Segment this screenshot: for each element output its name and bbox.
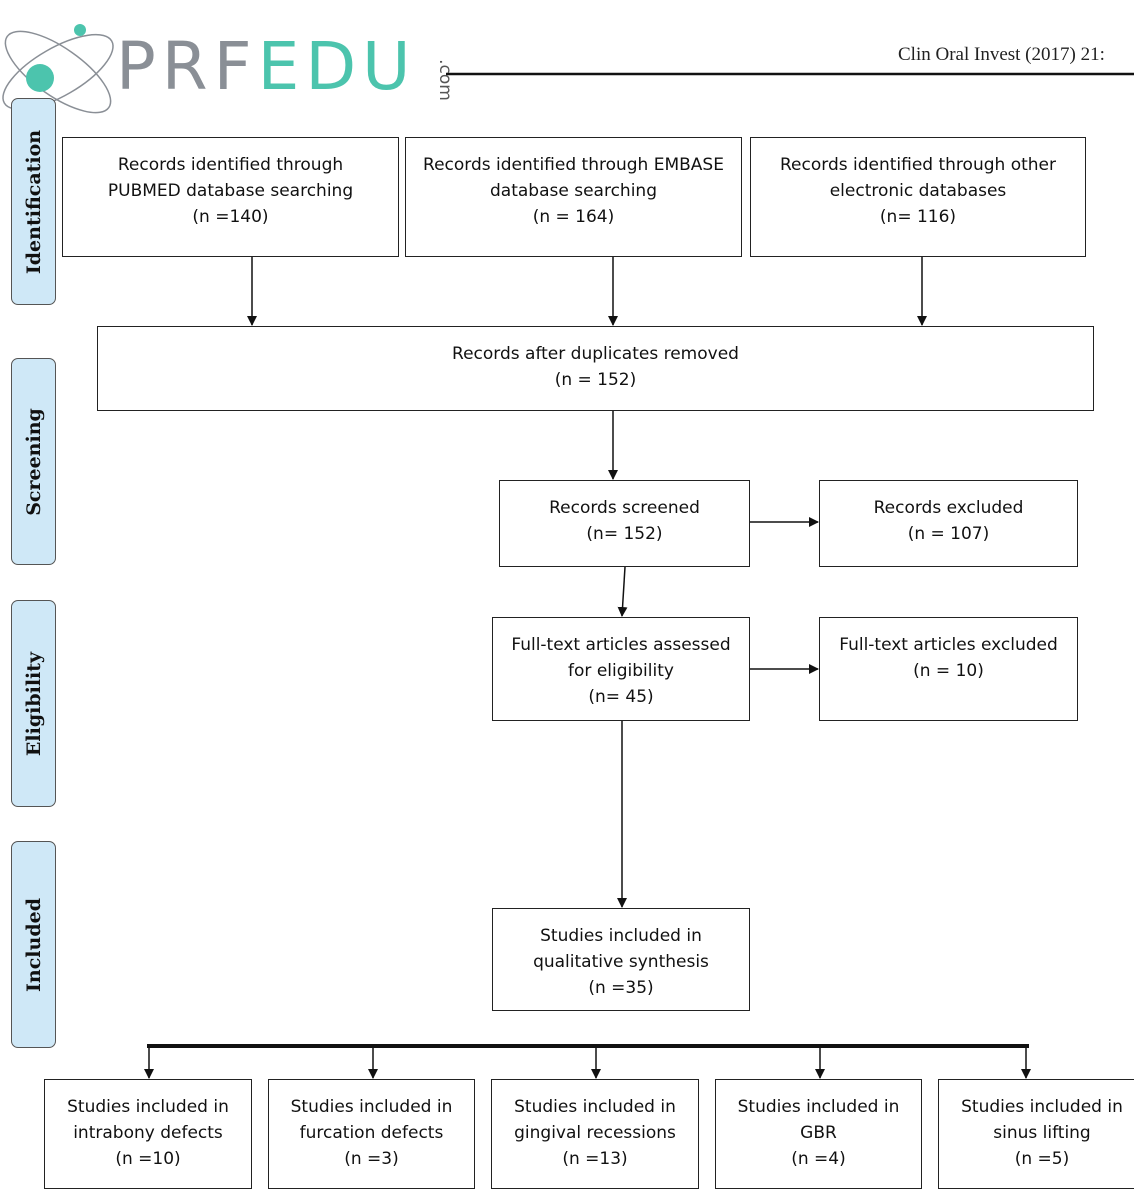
stage-included: Included <box>11 841 56 1048</box>
box-records-screened: Records screened(n= 152) <box>499 480 750 567</box>
stage-screening: Screening <box>11 358 56 565</box>
prfedu-logo: PRFEDU .com <box>0 0 470 130</box>
box-duplicates-removed: Records after duplicates removed(n = 152… <box>97 326 1094 411</box>
box-fulltext-excluded: Full-text articles excluded(n = 10) <box>819 617 1078 721</box>
box-records-excluded: Records excluded(n = 107) <box>819 480 1078 567</box>
logo-wordmark: PRFEDU <box>116 28 417 105</box>
atom-logo-icon <box>2 24 114 114</box>
stage-identification: Identification <box>11 98 56 305</box>
arrow-screened-to-fulltext <box>617 566 628 617</box>
journal-reference: Clin Oral Invest (2017) 21: <box>898 44 1105 65</box>
stage-eligibility: Eligibility <box>11 600 56 807</box>
